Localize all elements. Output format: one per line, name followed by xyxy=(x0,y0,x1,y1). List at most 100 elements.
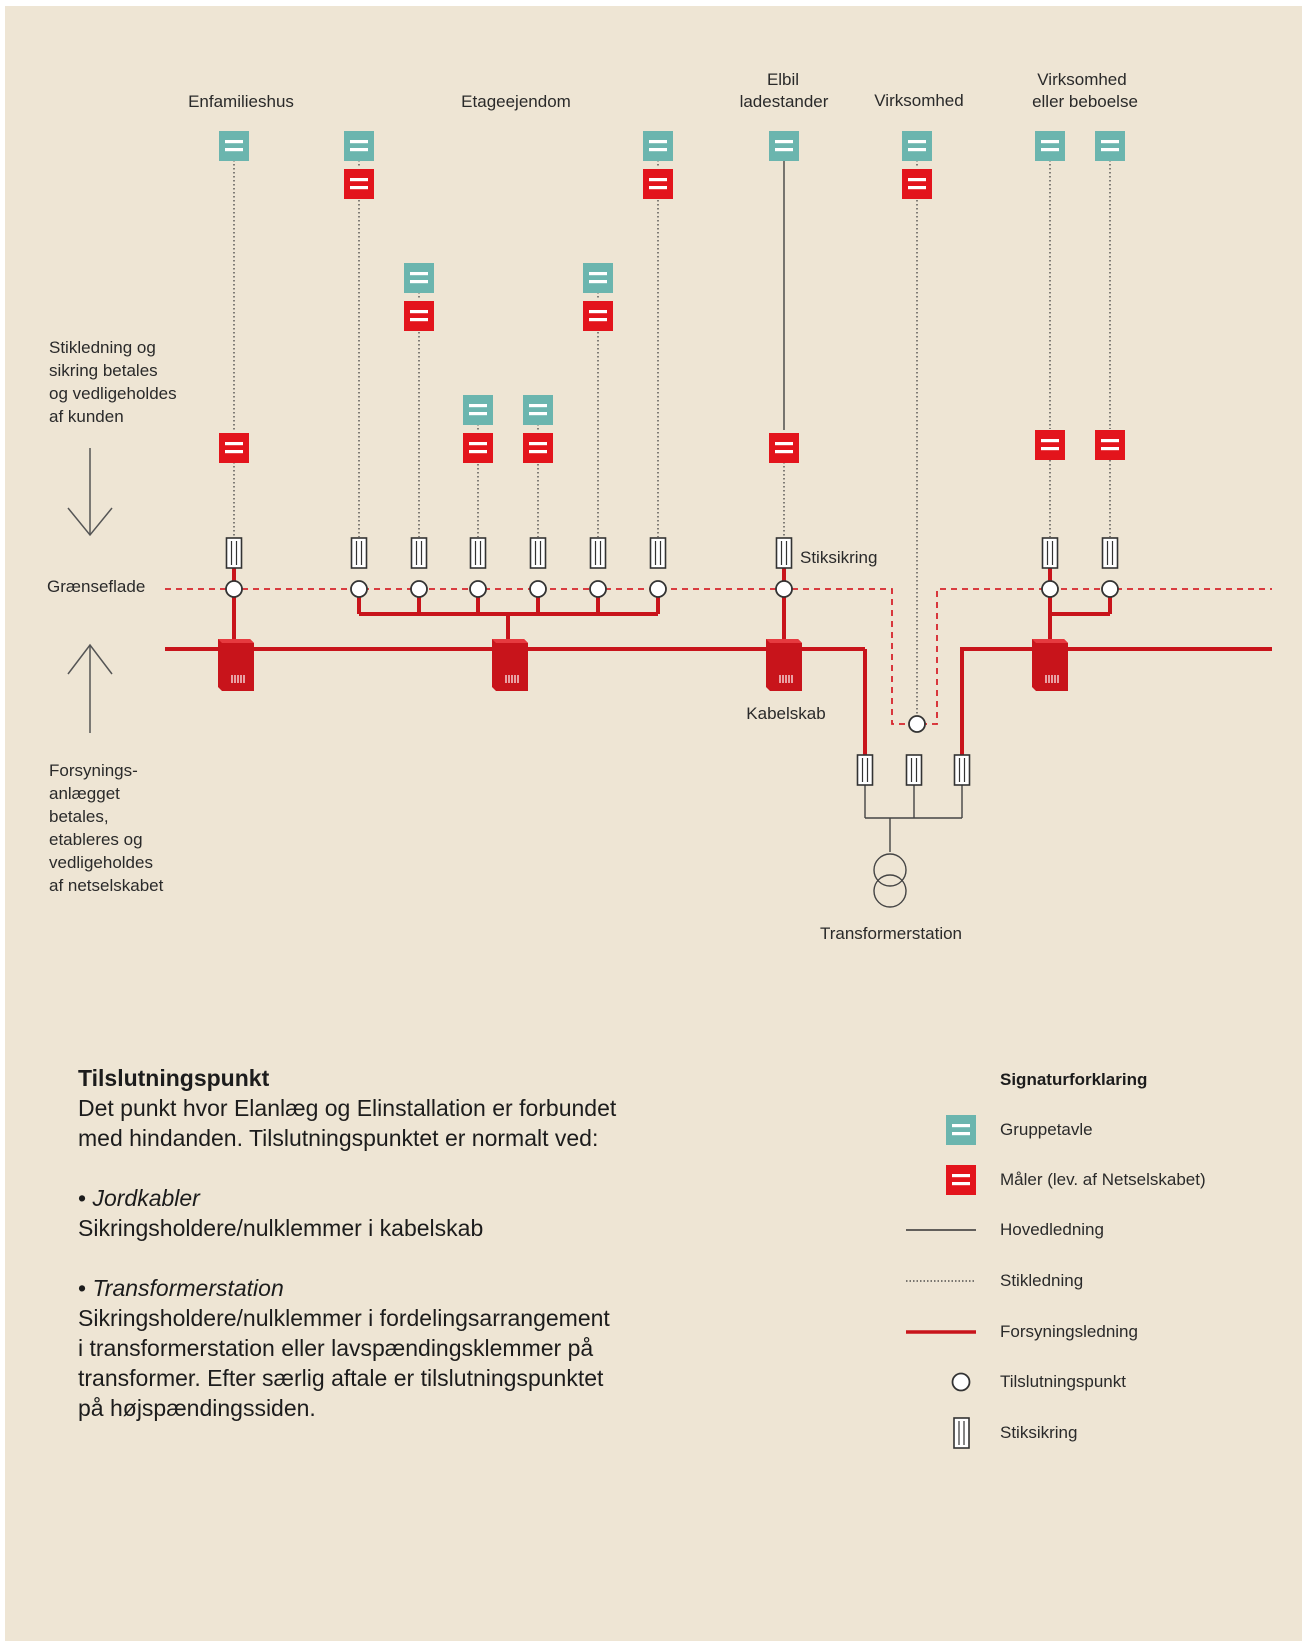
connection-point-icon xyxy=(529,580,547,598)
supplier-note-line: af netselskabet xyxy=(49,876,164,895)
fuse-icon xyxy=(649,537,667,569)
stiksikring-label: Stiksikring xyxy=(800,548,877,567)
info-intro-line: med hindanden. Tilslutningspunktet er no… xyxy=(78,1125,599,1151)
meter-icon xyxy=(523,433,553,463)
fuse-icon xyxy=(905,754,923,786)
info-bullet-text: i transformerstation eller lavspændingsk… xyxy=(78,1335,594,1361)
legend-item-hovedledning: Hovedledning xyxy=(880,1210,1280,1250)
fuse-icon xyxy=(856,754,874,786)
legend-label: Forsyningsledning xyxy=(1000,1322,1138,1341)
meter-icon xyxy=(404,301,434,331)
arrow-up-icon xyxy=(67,643,113,733)
fuse-icon xyxy=(350,537,368,569)
connection-point-icon xyxy=(649,580,667,598)
legend-item-forsyningsledning: Forsyningsledning xyxy=(880,1312,1280,1352)
supplier-note-line: vedligeholdes xyxy=(49,853,153,872)
arrow-down-icon xyxy=(67,448,113,537)
group-panel-icon xyxy=(1095,131,1125,161)
group-panel-icon xyxy=(1035,131,1065,161)
boundary-line xyxy=(165,588,1272,725)
customer-note-line: og vedligeholdes xyxy=(49,384,177,403)
meter-icon xyxy=(463,433,493,463)
fuse-icon xyxy=(1101,537,1119,569)
legend-label: Måler (lev. af Netselskabet) xyxy=(1000,1170,1206,1189)
cable-cabinet-icon xyxy=(217,638,255,692)
service-lines xyxy=(233,160,1111,716)
legend-item-stikledning: Stikledning xyxy=(880,1261,1280,1301)
label-enfamilieshus: Enfamilieshus xyxy=(188,92,294,111)
meter-icon xyxy=(769,433,799,463)
fuses xyxy=(225,537,1119,786)
meters xyxy=(219,169,1125,463)
legend-label: Gruppetavle xyxy=(1000,1120,1093,1139)
supplier-note-line: anlægget xyxy=(49,784,120,803)
transformer-icon xyxy=(873,853,907,908)
kabelskab-label: Kabelskab xyxy=(746,704,825,723)
service-line-icon xyxy=(906,1280,976,1282)
bullet-title: Jordkabler xyxy=(92,1185,200,1211)
info-bullet-transformerstation: • Transformerstation xyxy=(78,1275,284,1301)
boundary-label: Grænseflade xyxy=(47,577,145,596)
meter-icon xyxy=(643,169,673,199)
group-panel-icon xyxy=(344,131,374,161)
group-panel-icon xyxy=(902,131,932,161)
group-panel-icon xyxy=(404,263,434,293)
cable-cabinet-icon xyxy=(491,638,529,692)
customer-note-line: af kunden xyxy=(49,407,124,426)
meter-icon xyxy=(1095,430,1125,460)
connection-point-icon xyxy=(350,580,368,598)
legend-label: Stikledning xyxy=(1000,1271,1084,1290)
transformer-wiring xyxy=(864,785,963,852)
meter-icon xyxy=(219,433,249,463)
fuse-icon xyxy=(410,537,428,569)
background-panel xyxy=(5,6,1302,1641)
fuse-icon xyxy=(469,537,487,569)
connection-point-icon xyxy=(410,580,428,598)
meter-icon xyxy=(902,169,932,199)
legend-item-maaler: Måler (lev. af Netselskabet) xyxy=(880,1160,1280,1200)
info-intro-line: Det punkt hvor Elanlæg og Elinstallation… xyxy=(78,1095,617,1121)
group-panel-icon xyxy=(946,1115,976,1145)
label-virk-beb-line2: eller beboelse xyxy=(1032,92,1138,111)
label-elbil-line2: ladestander xyxy=(740,92,829,111)
legend-item-tilslutningspunkt: Tilslutningspunkt xyxy=(880,1362,1280,1402)
meter-icon xyxy=(1035,430,1065,460)
group-panel-icon xyxy=(219,131,249,161)
group-panel-icon xyxy=(583,263,613,293)
group-panel-icon xyxy=(523,395,553,425)
label-elbil-line1: Elbil xyxy=(767,70,799,89)
connection-point-icon xyxy=(589,580,607,598)
supplier-note-line: Forsynings- xyxy=(49,761,138,780)
supply-diagram: Enfamilieshus Etageejendom Elbil ladesta… xyxy=(47,70,1272,943)
label-virk-beb-line1: Virksomhed xyxy=(1037,70,1126,89)
cable-cabinets xyxy=(217,638,1069,692)
connection-point-icon xyxy=(775,580,793,598)
group-panel-icon xyxy=(769,131,799,161)
meter-icon xyxy=(344,169,374,199)
fuse-icon xyxy=(953,754,971,786)
bullet-title: Transformerstation xyxy=(92,1275,284,1301)
group-panel-icon xyxy=(643,131,673,161)
customer-note: Stikledning og sikring betales og vedlig… xyxy=(49,338,177,426)
info-bullet-text: Sikringsholdere/nulklemmer i fordelingsa… xyxy=(78,1305,610,1331)
cable-cabinet-icon xyxy=(1031,638,1069,692)
connection-point-icon xyxy=(469,580,487,598)
legend-item-stiksikring: Stiksikring xyxy=(880,1413,1280,1453)
legend-title: Signaturforklaring xyxy=(1000,1070,1148,1089)
meter-icon xyxy=(946,1165,976,1195)
meter-icon xyxy=(583,301,613,331)
label-etageejendom: Etageejendom xyxy=(461,92,571,111)
legend-item-gruppetavle: Gruppetavle xyxy=(880,1110,1280,1150)
info-bullet-text: på højspændingssiden. xyxy=(78,1395,316,1421)
fuse-icon xyxy=(953,1417,970,1449)
legend-label: Stiksikring xyxy=(1000,1423,1078,1442)
fuse-icon xyxy=(529,537,547,569)
fuse-icon xyxy=(589,537,607,569)
customer-note-line: sikring betales xyxy=(49,361,158,380)
transformer-label: Transformerstation xyxy=(820,924,962,943)
main-line-icon xyxy=(906,1229,976,1231)
connection-point-icon xyxy=(225,580,243,598)
info-title: Tilslutningspunkt xyxy=(78,1065,270,1091)
customer-note-line: Stikledning og xyxy=(49,338,156,357)
supplier-note: Forsynings- anlægget betales, etableres … xyxy=(49,761,164,895)
